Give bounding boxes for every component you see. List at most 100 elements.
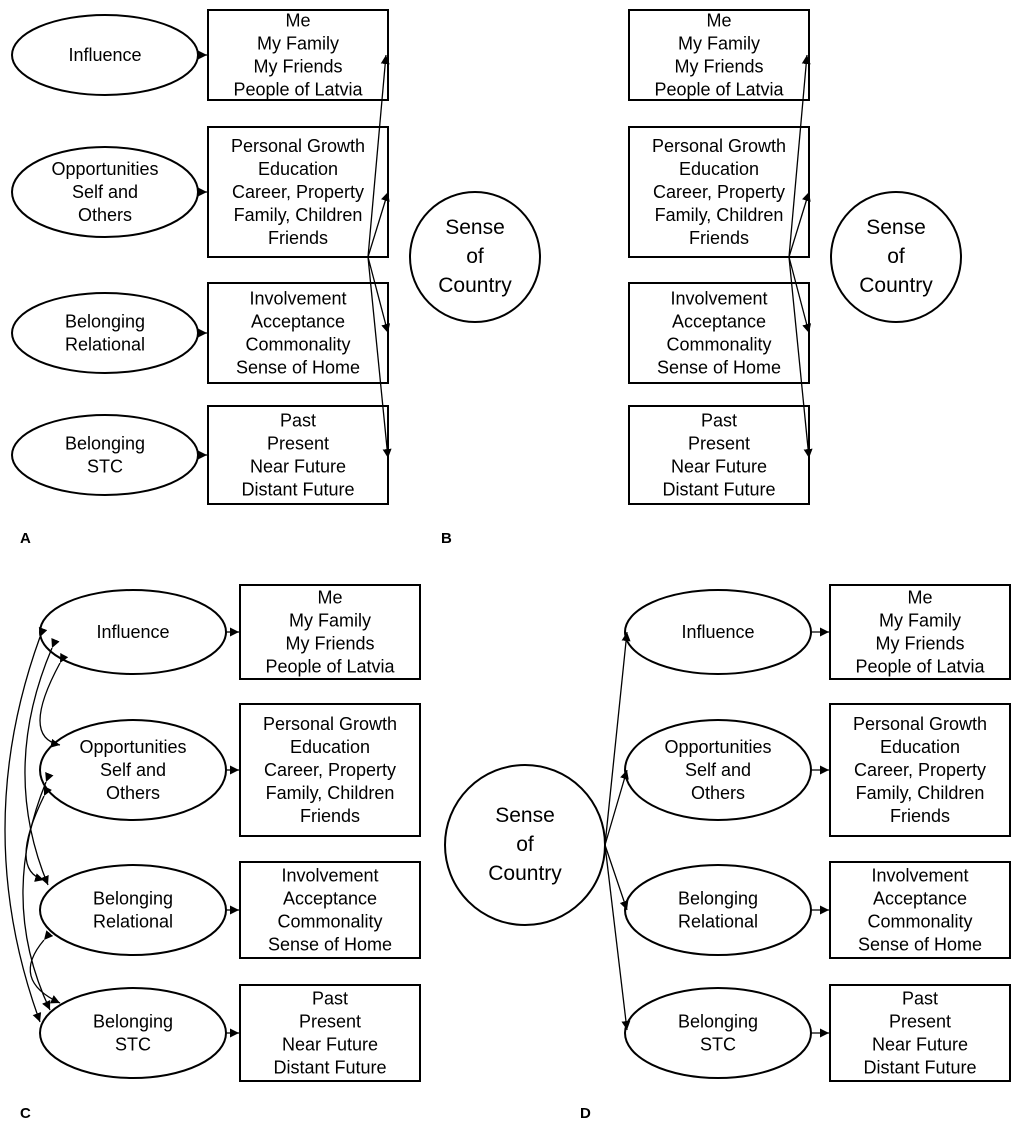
indicator-label: Family, Children — [856, 783, 985, 803]
indicator-label: Me — [285, 11, 310, 31]
indicator-label: Distant Future — [273, 1058, 386, 1078]
indicator-label: Sense of Home — [268, 935, 392, 955]
indicator-label: Personal Growth — [853, 714, 987, 734]
factor-label: Belonging — [65, 312, 145, 332]
factor-ellipse-influence-C: Influence — [39, 589, 227, 675]
indicator-label: Present — [688, 434, 750, 454]
factor-label: Belonging — [65, 434, 145, 454]
factor-label: Relational — [65, 335, 145, 355]
factor-ellipse-influence-D: Influence — [624, 589, 812, 675]
indicator-label: Near Future — [250, 457, 346, 477]
second-order-loading-arrow — [604, 844, 631, 1031]
indicator-label: Friends — [689, 228, 749, 248]
second-order-loading-arrow — [604, 844, 629, 911]
indicator-label: Personal Growth — [652, 136, 786, 156]
indicator-label: Friends — [890, 806, 950, 826]
sense-of-country-label: of — [516, 833, 534, 856]
indicator-label: Career, Property — [232, 182, 364, 202]
factor-label: Influence — [681, 622, 754, 642]
sense-of-country-label: Country — [488, 862, 562, 885]
indicator-label: My Friends — [253, 57, 342, 77]
factor-label: Others — [106, 783, 160, 803]
indicator-label: Me — [907, 588, 932, 608]
factor-label: Opportunities — [664, 737, 771, 757]
indicator-label: Distant Future — [662, 480, 775, 500]
factor-label: STC — [115, 1035, 151, 1055]
indicator-label: Past — [280, 411, 316, 431]
indicator-label: Commonality — [277, 912, 382, 932]
indicator-label: Education — [258, 159, 338, 179]
indicator-label: My Friends — [875, 634, 964, 654]
indicator-label: Acceptance — [283, 889, 377, 909]
indicator-label: Near Future — [671, 457, 767, 477]
sense-of-country-label: Sense — [445, 216, 505, 239]
indicator-label: Commonality — [245, 335, 350, 355]
indicator-label: Distant Future — [863, 1058, 976, 1078]
factor-label: Opportunities — [51, 159, 158, 179]
factor-label: Relational — [678, 912, 758, 932]
factor-label: Opportunities — [79, 737, 186, 757]
general-loading-arrow — [788, 256, 813, 459]
indicator-label: Me — [317, 588, 342, 608]
indicator-label: People of Latvia — [233, 80, 363, 100]
indicator-label: Present — [267, 434, 329, 454]
indicator-label: Personal Growth — [231, 136, 365, 156]
correlation-influence-stc — [4, 627, 48, 1023]
indicator-label: Acceptance — [672, 312, 766, 332]
indicator-label: Present — [889, 1012, 951, 1032]
indicator-label: Commonality — [867, 912, 972, 932]
indicator-label: Present — [299, 1012, 361, 1032]
factor-label: STC — [700, 1035, 736, 1055]
factor-label: Relational — [93, 912, 173, 932]
indicator-label: People of Latvia — [654, 80, 784, 100]
sense-of-country-label: of — [887, 245, 905, 268]
indicator-label: Sense of Home — [236, 358, 360, 378]
factor-label: Self and — [685, 760, 751, 780]
indicator-label: Personal Growth — [263, 714, 397, 734]
indicator-label: Near Future — [872, 1035, 968, 1055]
sense-of-country-label: Sense — [495, 804, 555, 827]
indicator-label: Involvement — [871, 866, 968, 886]
indicator-label: Past — [312, 989, 348, 1009]
indicator-label: My Family — [257, 34, 339, 54]
indicator-label: Involvement — [281, 866, 378, 886]
factor-label: Others — [691, 783, 745, 803]
indicator-label: Career, Property — [653, 182, 785, 202]
indicator-label: Acceptance — [251, 312, 345, 332]
indicator-label: My Family — [289, 611, 371, 631]
indicator-label: Career, Property — [264, 760, 396, 780]
general-loading-arrow — [788, 256, 812, 334]
factor-label: Others — [78, 205, 132, 225]
second-order-loading-arrow — [604, 769, 629, 846]
indicator-label: My Family — [879, 611, 961, 631]
indicator-label: My Friends — [285, 634, 374, 654]
indicator-label: Me — [706, 11, 731, 31]
sense-of-country-label: Country — [438, 274, 512, 297]
indicator-label: Distant Future — [241, 480, 354, 500]
panel-label-C: C — [20, 1105, 31, 1122]
factor-label: Self and — [72, 182, 138, 202]
indicator-label: People of Latvia — [855, 657, 985, 677]
general-loading-arrow — [788, 191, 811, 258]
indicator-label: Sense of Home — [858, 935, 982, 955]
general-loading-arrow — [367, 256, 391, 334]
indicator-label: My Friends — [674, 57, 763, 77]
